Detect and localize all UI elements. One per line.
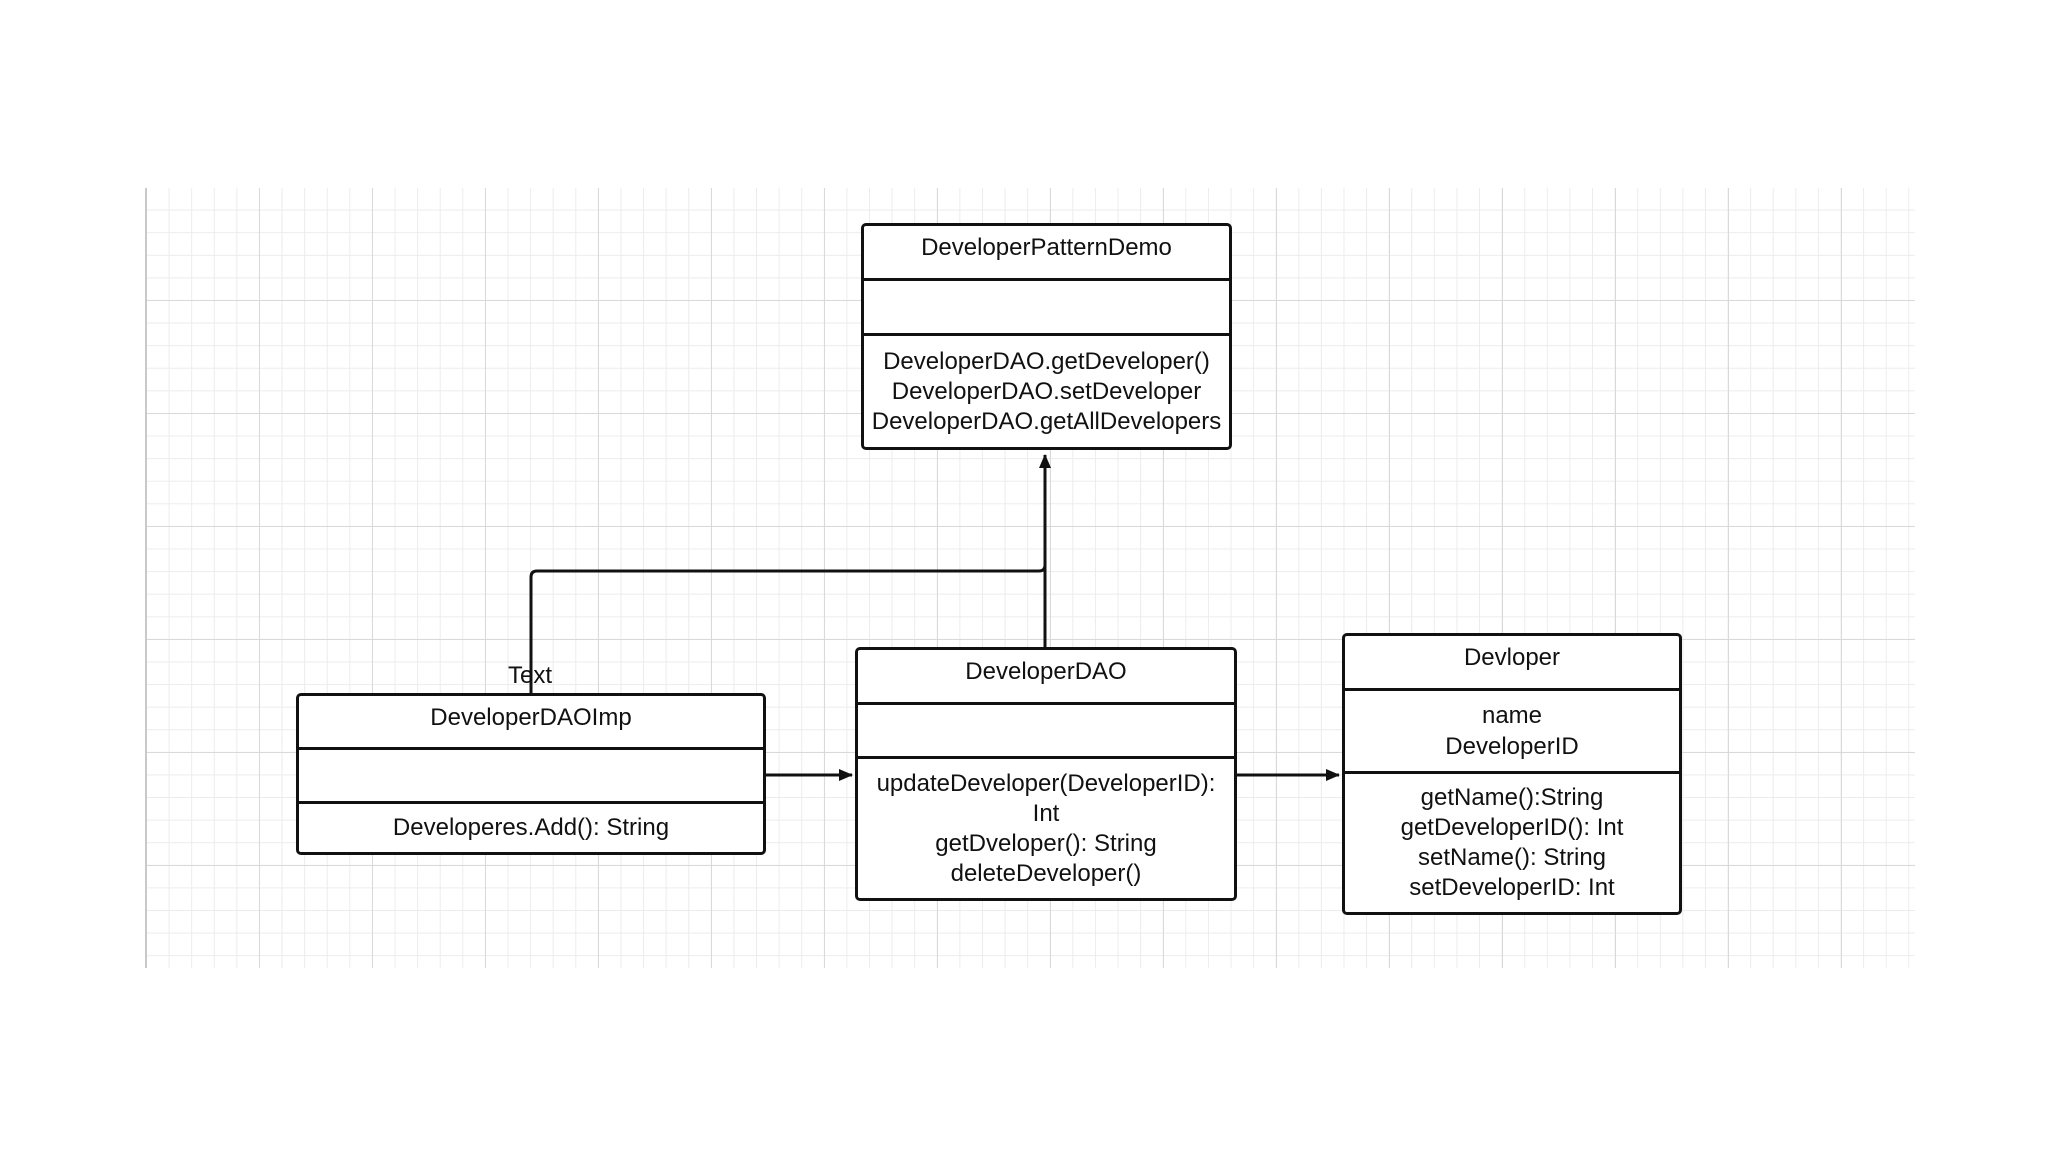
method-item: DeveloperDAO.setDeveloper [891, 377, 1202, 405]
method-item: setName(): String [1417, 844, 1607, 871]
attributes-section [299, 750, 763, 804]
method-item: getDveloper(): String [935, 829, 1157, 857]
attributes-section [858, 705, 1234, 759]
class-name-developer-pattern-demo: DeveloperPatternDemo [864, 226, 1229, 281]
methods-section: updateDeveloper(DeveloperID): Int getDve… [858, 759, 1234, 898]
class-developer-dao-imp[interactable]: DeveloperDAOImp Developeres.Add(): Strin… [296, 693, 766, 855]
connector-label-text: Text [508, 662, 553, 689]
method-item: getDeveloperID(): Int [1400, 814, 1624, 841]
method-item: DeveloperDAO.getDeveloper() [883, 347, 1210, 375]
method-item: setDeveloperID: Int [1409, 874, 1615, 901]
class-name-devloper: Devloper [1345, 636, 1679, 691]
attribute-item: DeveloperID [1445, 733, 1579, 760]
method-item: getName():String [1420, 784, 1604, 811]
attributes-section: name DeveloperID [1345, 691, 1679, 774]
attributes-section [864, 281, 1229, 336]
methods-section: Developeres.Add(): String [299, 804, 763, 852]
methods-section: getName():String getDeveloperID(): Int s… [1345, 774, 1679, 912]
class-developer-pattern-demo[interactable]: DeveloperPatternDemo DeveloperDAO.getDev… [861, 223, 1232, 450]
class-devloper[interactable]: Devloper name DeveloperID getName():Stri… [1342, 633, 1682, 915]
class-developer-dao[interactable]: DeveloperDAO updateDeveloper(DeveloperID… [855, 647, 1237, 901]
methods-section: DeveloperDAO.getDeveloper() DeveloperDAO… [864, 336, 1229, 447]
method-item: DeveloperDAO.getAllDevelopers [871, 407, 1222, 435]
method-item: updateDeveloper(DeveloperID): [876, 769, 1216, 797]
class-name-developer-dao: DeveloperDAO [858, 650, 1234, 705]
attribute-item: name [1481, 702, 1543, 729]
method-item: deleteDeveloper() [950, 859, 1142, 887]
method-item: Developeres.Add(): String [392, 814, 670, 841]
class-name-developer-dao-imp: DeveloperDAOImp [299, 696, 763, 750]
method-item: Int [1032, 799, 1060, 827]
